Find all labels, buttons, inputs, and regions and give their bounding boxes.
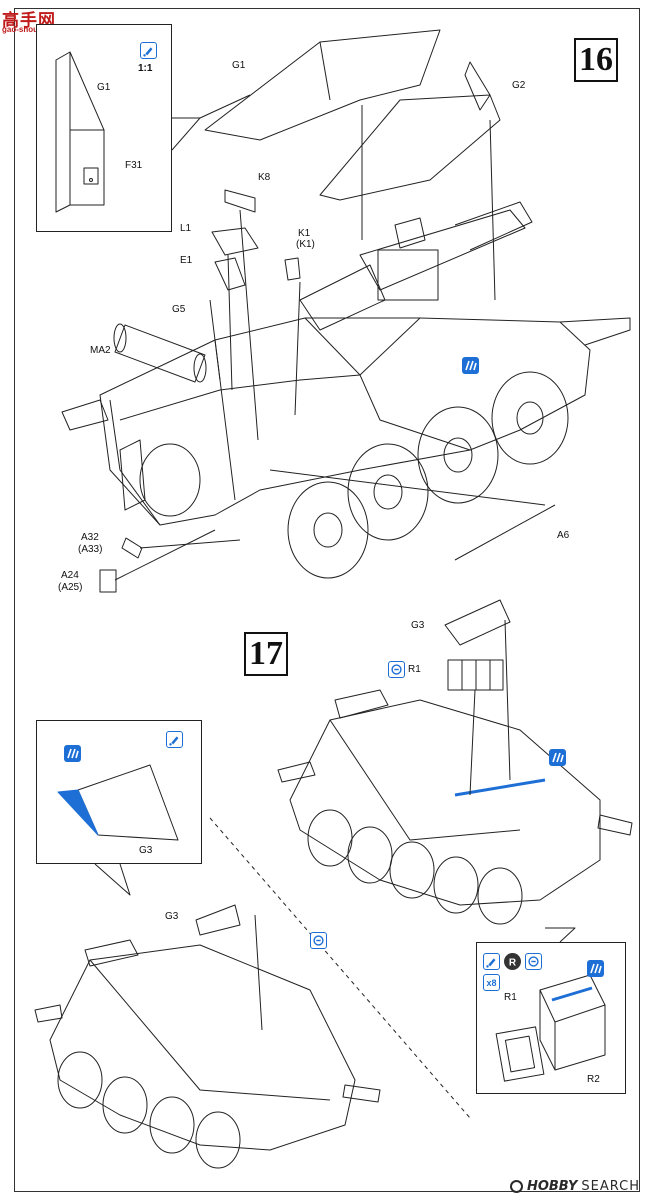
step17-r2-lid (495, 1026, 545, 1082)
remove-icon (310, 932, 327, 949)
step17-inset-callout (94, 863, 131, 896)
step16-gun (299, 201, 533, 331)
svg-text:R: R (509, 958, 517, 969)
step16-e1-label: E1 (180, 255, 193, 266)
optional-icon: x8 (483, 974, 500, 991)
step16-part-e1 (214, 257, 246, 291)
step17-divider (209, 817, 471, 1119)
step16-g5-label: G5 (172, 304, 186, 315)
step16-g1-label: G1 (232, 60, 246, 71)
multiplier-label: x8 (486, 977, 497, 988)
step17-r1-inset-box (539, 974, 606, 1071)
step16-road-wheels (119, 371, 569, 579)
step16-hull (61, 317, 631, 526)
watermark-suffix: SEARCH (581, 1179, 640, 1194)
paint-icon (549, 749, 566, 766)
inset16-f31-label: F31 (125, 160, 143, 171)
step16-part-a6 (454, 504, 556, 561)
step17-upper-vehicle (277, 689, 633, 925)
step17-r1-callout (545, 927, 576, 943)
repeat-icon: R (504, 953, 521, 970)
step17-part-g3-top (444, 599, 511, 646)
inset16-g1-label: G1 (97, 82, 111, 93)
step16-arrows (114, 105, 546, 581)
step16-k1-label: K1 (298, 228, 311, 239)
step16-l1-label: L1 (180, 223, 192, 234)
step17-r1-label: R1 (408, 664, 421, 675)
hobbysearch-watermark: HOBBY SEARCH (509, 1179, 640, 1194)
step17-r2-label: R2 (587, 1074, 600, 1085)
step16-k8-label: K8 (258, 172, 271, 183)
step16-ma2-label: MA2 (90, 345, 111, 356)
step17-r1-inset-label: R1 (504, 992, 517, 1003)
inset16-scale-label: 1:1 (138, 63, 153, 74)
paint-icon (64, 745, 81, 762)
glue-icon (166, 731, 183, 748)
step16-a6-label: A6 (557, 530, 570, 541)
instruction-page (14, 8, 640, 1192)
step16-part-ma2-exhaust (113, 323, 207, 383)
paint-icon (462, 357, 479, 374)
logo-sub-text: gao-shou.com (2, 25, 57, 34)
step16-part-k8 (224, 189, 256, 213)
inset16-callout-2 (171, 117, 201, 151)
step16-k1-alt-label: (K1) (296, 239, 315, 250)
step16-part-k1 (284, 257, 301, 281)
step17-upper-arrows (469, 619, 511, 796)
step16-a33-label: (A33) (78, 544, 103, 555)
paint-icon (587, 960, 604, 977)
step-16-number: 16 (574, 38, 618, 82)
step17-part-g3-bottom (195, 904, 241, 936)
step16-part-g1-plate (204, 29, 441, 141)
step17-lower-arrow (254, 914, 263, 1031)
step16-part-l1 (211, 227, 259, 256)
glue-icon (140, 42, 157, 59)
step17-part-r1-boxes (447, 659, 504, 691)
step16-a25-label: (A25) (58, 582, 83, 593)
step16-part-a24 (99, 569, 117, 593)
step16-part-a32 (121, 537, 143, 559)
step17-inset-part-g3 (57, 764, 179, 841)
step17-inset-g3-label: G3 (139, 845, 153, 856)
inset16-part-g1 (55, 51, 105, 213)
glue-icon (483, 953, 500, 970)
step16-a24-label: A24 (61, 570, 79, 581)
step17-lower-vehicle (34, 939, 381, 1169)
step17-g3-top-label: G3 (411, 620, 425, 631)
step16-part-g2-plate (319, 61, 501, 201)
hobbysearch-logo-icon (509, 1180, 523, 1193)
step16-a32-label: A32 (81, 532, 99, 543)
remove-icon (525, 953, 542, 970)
step17-g3-bottom-label: G3 (165, 911, 179, 922)
inset16-callout (172, 94, 251, 119)
remove-icon (388, 661, 405, 678)
watermark-brand: HOBBY (526, 1179, 578, 1194)
step16-g2-label: G2 (512, 80, 526, 91)
step-17-number: 17 (244, 632, 288, 676)
